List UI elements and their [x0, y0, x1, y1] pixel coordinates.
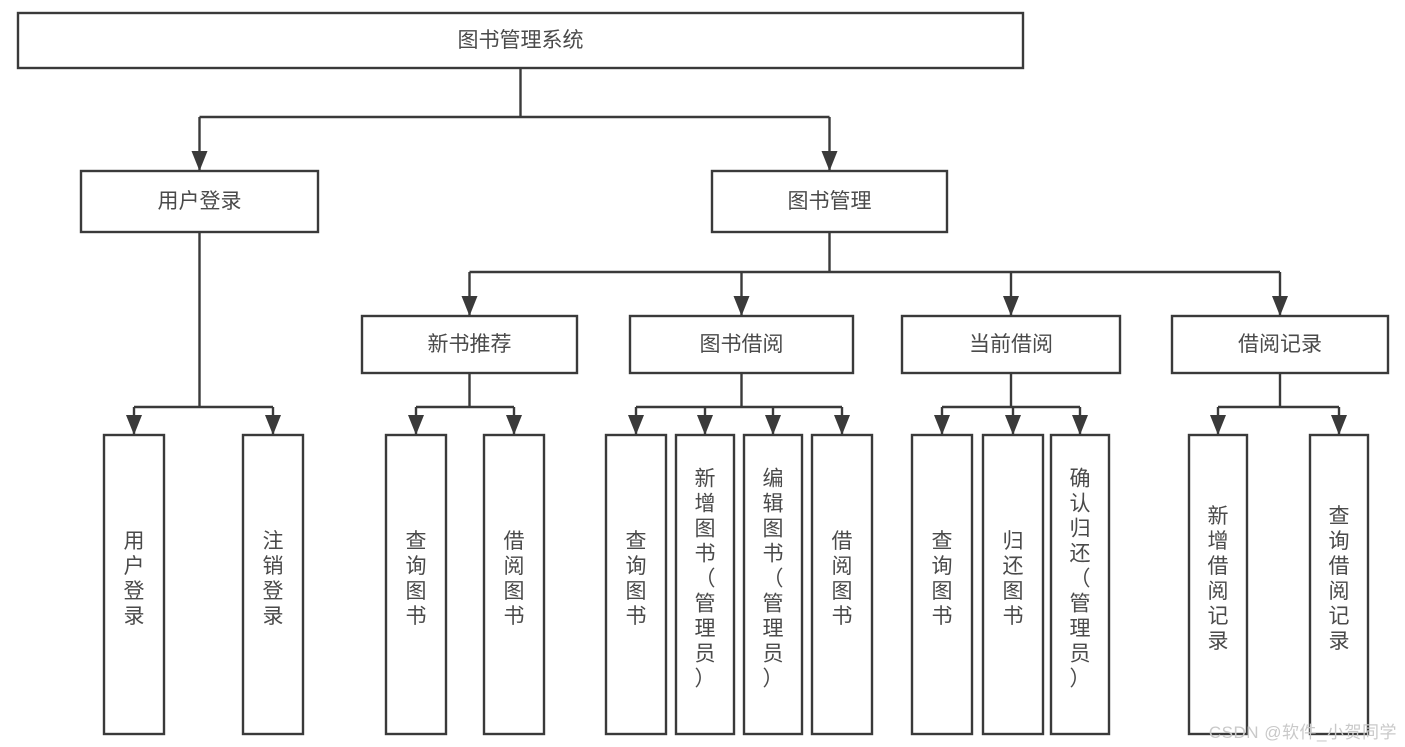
arrow-head-icon	[1005, 415, 1021, 435]
leaf-br-add-record[interactable]: 新增借阅记录	[1187, 433, 1249, 736]
leaf-bb-add-book[interactable]: 新增图书（管理员）	[674, 433, 736, 736]
leaf-cb-confirm-return[interactable]: 确认归还（管理员）	[1049, 433, 1111, 736]
node-book-borrow[interactable]: 图书借阅	[628, 314, 855, 375]
arrow-head-icon	[1210, 415, 1226, 435]
arrow-head-icon	[1072, 415, 1088, 435]
leaf-box-bb-add-book	[674, 433, 736, 736]
arrow-head-icon	[821, 151, 838, 171]
node-book-management[interactable]: 图书管理	[710, 169, 949, 234]
leaf-leaf-user-logout[interactable]: 注销登录	[241, 433, 305, 736]
connector-layer	[126, 68, 1347, 435]
leaf-box-leaf-user-logout	[241, 433, 305, 736]
leaf-label-cb-return-book: 归还图书	[1003, 530, 1024, 628]
leaf-box-br-add-record	[1187, 433, 1249, 736]
leaf-label-cb-query-book: 查询图书	[932, 530, 953, 628]
node-layer: 图书管理系统用户登录用户登录注销登录图书管理新书推荐查询图书借阅图书图书借阅查询…	[16, 11, 1390, 736]
leaf-box-cb-return-book	[981, 433, 1045, 736]
leaf-label-br-add-record: 新增借阅记录	[1208, 505, 1229, 653]
leaf-box-bb-query-book	[604, 433, 668, 736]
node-label-borrow-record: 借阅记录	[1238, 333, 1322, 356]
leaf-label-nb-query-book: 查询图书	[406, 530, 427, 628]
node-label-root: 图书管理系统	[458, 29, 584, 52]
node-label-book-borrow: 图书借阅	[700, 333, 784, 356]
watermark-label: CSDN @软件_小贺同学	[1208, 723, 1397, 742]
leaf-nb-query-book[interactable]: 查询图书	[384, 433, 448, 736]
leaf-cb-query-book[interactable]: 查询图书	[910, 433, 974, 736]
node-box-book-borrow	[628, 314, 855, 375]
leaf-label-br-query-record: 查询借阅记录	[1329, 505, 1350, 653]
node-label-current-borrow: 当前借阅	[969, 333, 1053, 356]
leaf-label-leaf-user-login: 用户登录	[124, 530, 145, 628]
leaf-label-cb-confirm-return: 确认归还（管理员）	[1070, 468, 1091, 691]
node-box-new-book-recommend	[360, 314, 579, 375]
arrow-head-icon	[934, 415, 950, 435]
node-current-borrow[interactable]: 当前借阅	[900, 314, 1122, 375]
arrow-head-icon	[1331, 415, 1347, 435]
node-box-book-management	[710, 169, 949, 234]
arrow-head-icon	[765, 415, 781, 435]
node-label-user-login: 用户登录	[158, 190, 242, 213]
arrow-head-icon	[1003, 296, 1019, 316]
arrow-head-icon	[733, 296, 750, 316]
node-label-book-management: 图书管理	[788, 190, 872, 213]
arrow-head-icon	[1272, 296, 1288, 316]
node-box-borrow-record	[1170, 314, 1390, 375]
leaf-box-leaf-user-login	[102, 433, 166, 736]
leaf-label-bb-edit-book: 编辑图书（管理员）	[763, 468, 784, 691]
node-user-login[interactable]: 用户登录	[79, 169, 320, 234]
leaf-bb-edit-book[interactable]: 编辑图书（管理员）	[742, 433, 804, 736]
leaf-leaf-user-login[interactable]: 用户登录	[102, 433, 166, 736]
arrow-head-icon	[461, 296, 478, 316]
arrow-head-icon	[191, 151, 208, 171]
leaf-box-cb-confirm-return	[1049, 433, 1111, 736]
node-label-new-book-recommend: 新书推荐	[428, 333, 512, 356]
leaf-box-br-query-record	[1308, 433, 1370, 736]
leaf-label-bb-borrow-book: 借阅图书	[832, 530, 853, 628]
arrow-head-icon	[126, 415, 142, 435]
node-box-root	[16, 11, 1025, 70]
leaf-box-nb-borrow-book	[482, 433, 546, 736]
leaf-box-bb-edit-book	[742, 433, 804, 736]
node-root[interactable]: 图书管理系统	[16, 11, 1025, 70]
arrow-head-icon	[697, 415, 713, 435]
arrow-head-icon	[265, 415, 281, 435]
leaf-box-bb-borrow-book	[810, 433, 874, 736]
leaf-label-bb-add-book: 新增图书（管理员）	[695, 468, 716, 691]
leaf-label-leaf-user-logout: 注销登录	[263, 530, 284, 628]
leaf-bb-borrow-book[interactable]: 借阅图书	[810, 433, 874, 736]
arrow-head-icon	[834, 415, 850, 435]
arrow-head-icon	[628, 415, 644, 435]
leaf-bb-query-book[interactable]: 查询图书	[604, 433, 668, 736]
leaf-br-query-record[interactable]: 查询借阅记录	[1308, 433, 1370, 736]
leaf-box-cb-query-book	[910, 433, 974, 736]
node-new-book-recommend[interactable]: 新书推荐	[360, 314, 579, 375]
arrow-head-icon	[506, 415, 522, 435]
leaf-label-bb-query-book: 查询图书	[626, 530, 647, 628]
leaf-box-nb-query-book	[384, 433, 448, 736]
leaf-label-nb-borrow-book: 借阅图书	[504, 530, 525, 628]
node-box-current-borrow	[900, 314, 1122, 375]
leaf-nb-borrow-book[interactable]: 借阅图书	[482, 433, 546, 736]
node-box-user-login	[79, 169, 320, 234]
arrow-head-icon	[408, 415, 424, 435]
node-borrow-record[interactable]: 借阅记录	[1170, 314, 1390, 375]
leaf-cb-return-book[interactable]: 归还图书	[981, 433, 1045, 736]
